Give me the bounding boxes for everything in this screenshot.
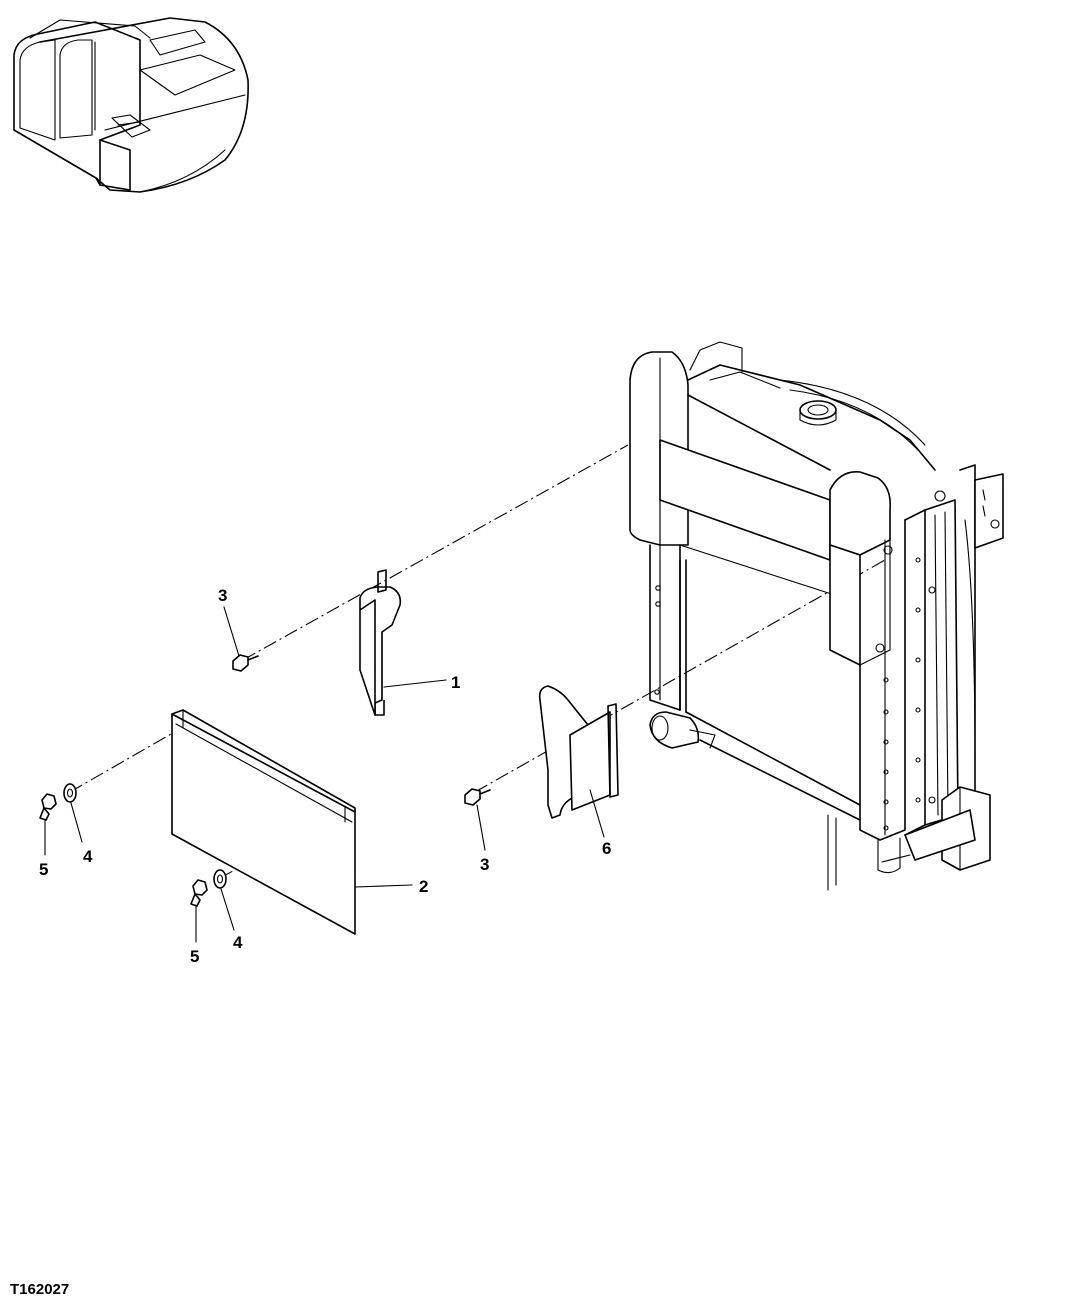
callout-5-left: 5 [39,860,48,879]
callout-1: 1 [451,673,460,692]
callout-4-left: 4 [83,847,93,866]
cover-plate-part-2 [171,709,356,935]
leader-lines [44,606,605,943]
bracket-part-6 [538,685,619,819]
bracket-part-1 [359,569,402,716]
bolt-part-3 [232,654,491,806]
callout-6: 6 [602,839,611,858]
callout-3-lower: 3 [480,855,489,874]
figure-id: T162027 [10,1281,70,1298]
callout-4-right: 4 [233,933,243,952]
washer-part-4 [63,783,227,889]
callout-5-right: 5 [190,947,199,966]
excavator-locator-icon [13,17,249,193]
callout-labels: 1 2 3 3 4 4 5 5 6 [39,586,611,966]
nut-part-5 [39,793,208,907]
radiator-assembly [629,341,1004,891]
callout-3-upper: 3 [218,586,227,605]
callout-2: 2 [419,877,428,896]
